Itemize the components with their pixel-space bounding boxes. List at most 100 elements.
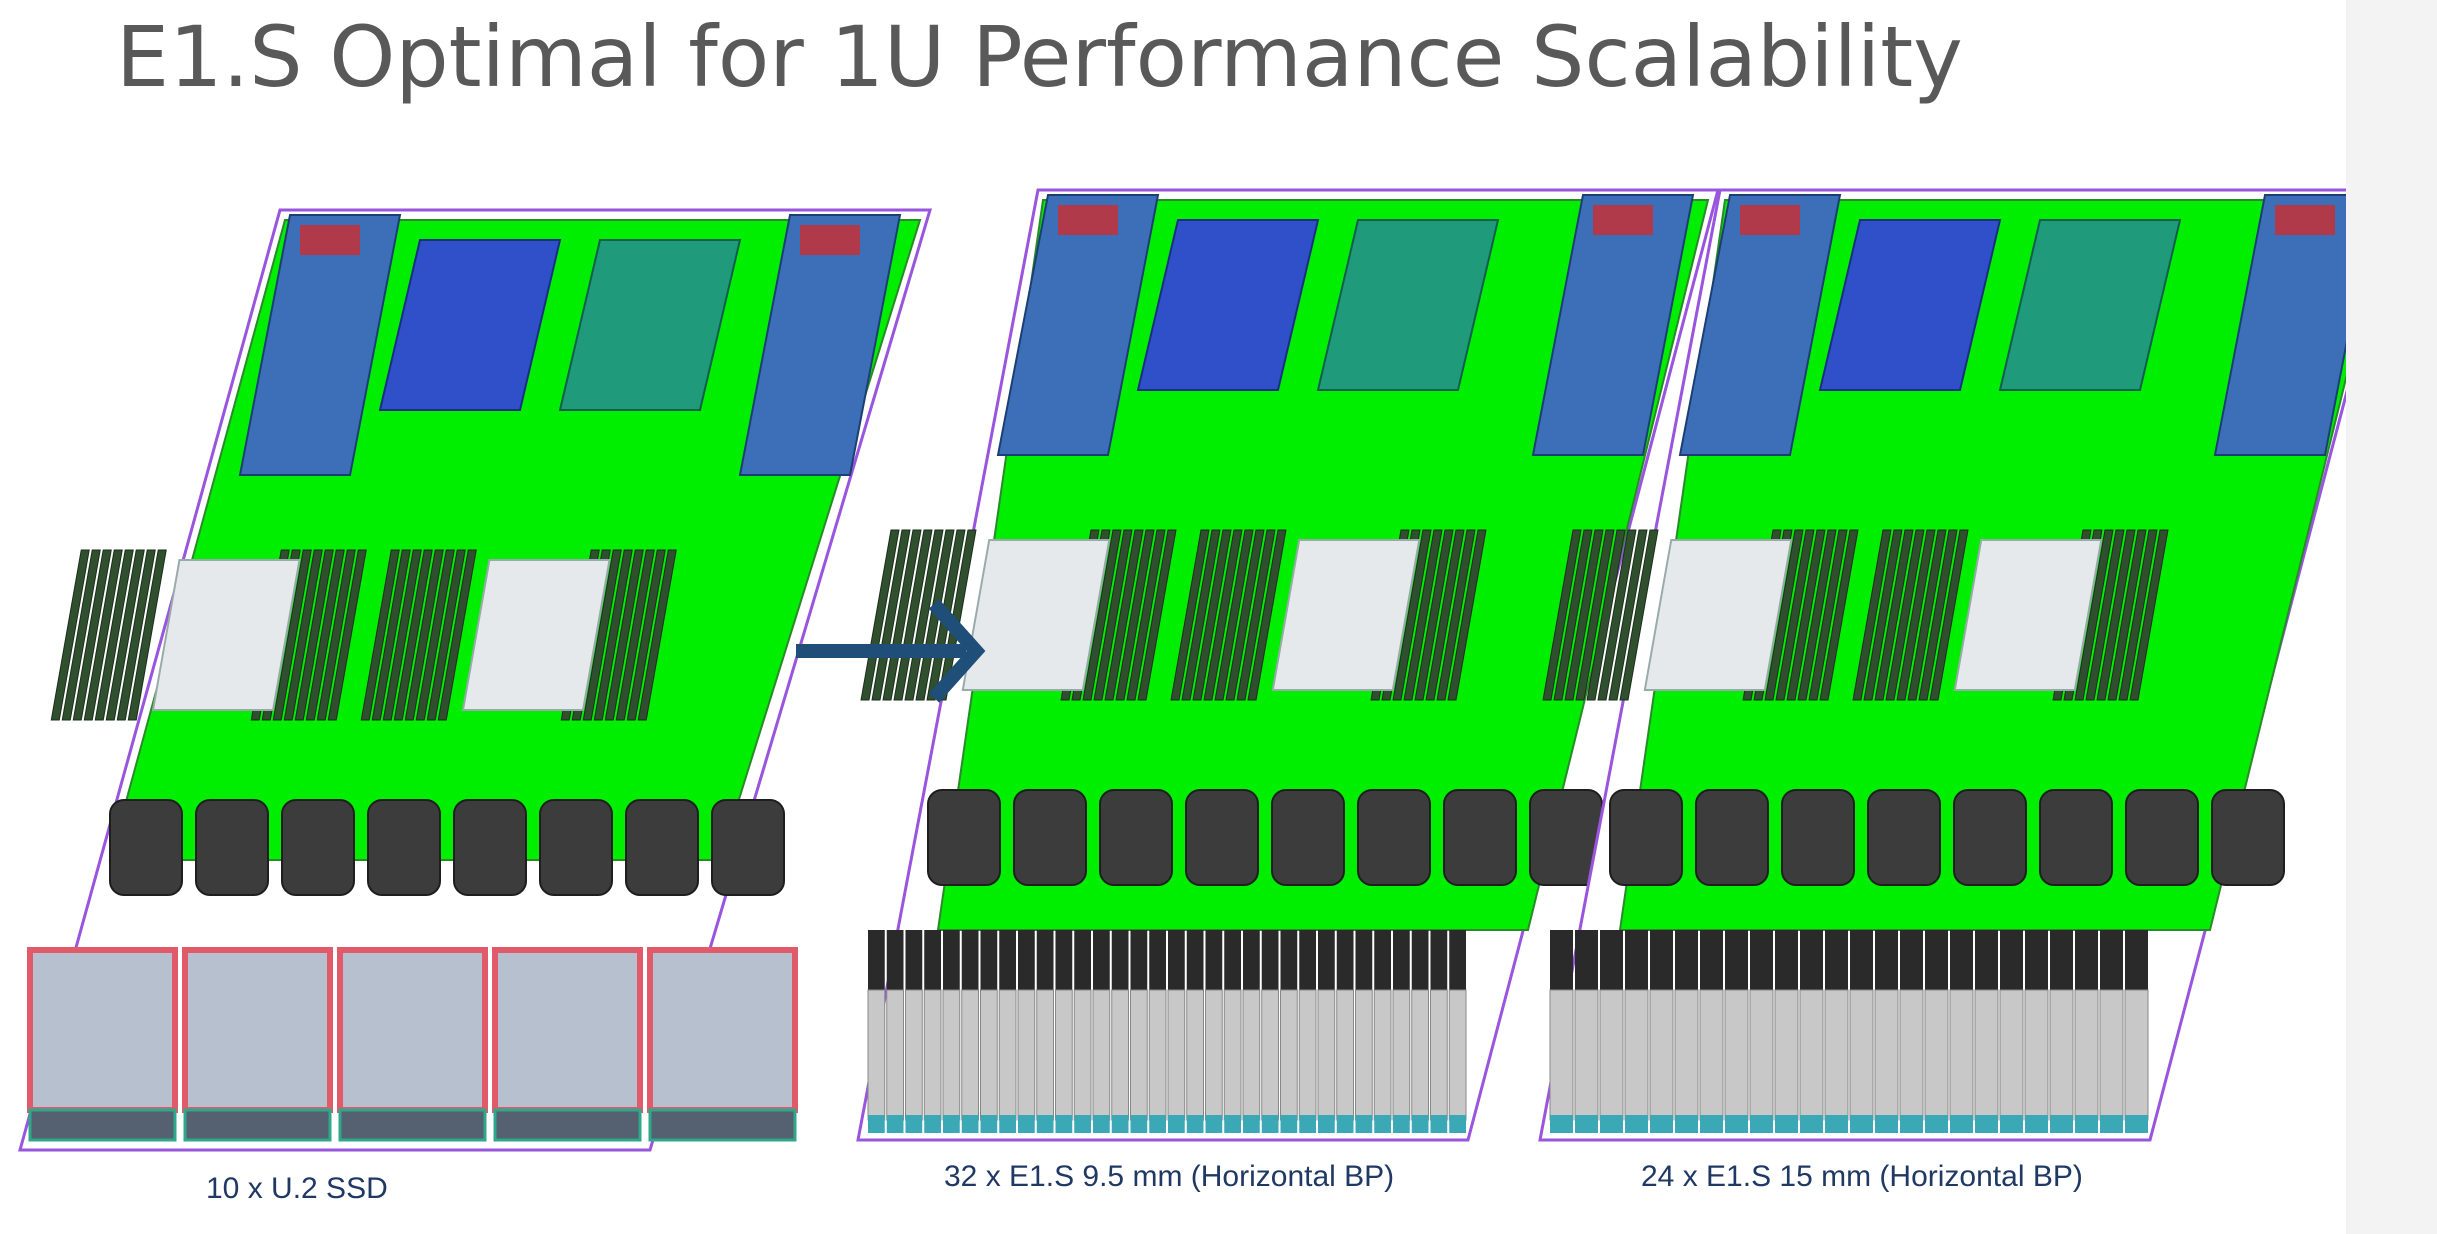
chassis (18, 208, 933, 1152)
e1s-drive-latch (1280, 1115, 1298, 1133)
e1s-drive-latch (1925, 1115, 1948, 1133)
dimm (1586, 529, 1626, 701)
riser-card-2 (1998, 219, 2182, 391)
dimm (404, 549, 444, 721)
riser-card-1 (1136, 219, 1320, 391)
e1s-drive (2099, 989, 2124, 1121)
e1s-drive (1999, 989, 2024, 1121)
dimm (1203, 529, 1243, 701)
e1s-connector (1224, 930, 1241, 990)
cpu-heatsink (461, 559, 611, 711)
e1s-connector (2100, 930, 2123, 990)
cpu-heatsink (961, 539, 1111, 691)
e1s-drive-latch (1018, 1115, 1035, 1133)
dimm (1874, 529, 1914, 701)
e1s-connector (1168, 930, 1185, 990)
e1s-drive (886, 989, 904, 1121)
u2-drive-carrier (28, 1108, 177, 1142)
e1s-drive-latch (1393, 1115, 1410, 1133)
dimm (1403, 529, 1443, 701)
dimm (1608, 529, 1648, 701)
psu-right-handle (1593, 205, 1653, 235)
fan (1013, 789, 1087, 886)
dimm (72, 549, 112, 721)
e1s-connector (943, 930, 960, 990)
dimm (1885, 529, 1925, 701)
dimm (2118, 529, 2158, 701)
e1s-drive-latch (1299, 1115, 1316, 1133)
e1s-connector (886, 930, 904, 990)
dimm (1247, 529, 1287, 701)
e1s-drive-latch (2125, 1115, 2148, 1133)
u2-drive (647, 947, 798, 1113)
e1s-connector (1575, 930, 1598, 990)
dimm (1575, 529, 1615, 701)
e1s-connector (1336, 930, 1354, 990)
e1s-connector (1130, 930, 1148, 990)
fan (453, 799, 527, 896)
dimm (1553, 529, 1593, 701)
e1s-drive-latch (1055, 1115, 1073, 1133)
chassis (856, 188, 1720, 1142)
dimm (1619, 529, 1659, 701)
dimm (94, 549, 134, 721)
fan (1185, 789, 1259, 886)
dimm (1104, 529, 1144, 701)
e1s-connector (999, 930, 1016, 990)
e1s-drive-latch (1336, 1115, 1354, 1133)
e1s-drive-latch (1625, 1115, 1648, 1133)
dimm (1115, 529, 1155, 701)
e1s-drive-latch (1900, 1115, 1923, 1133)
right-margin-panel (2346, 0, 2437, 1234)
e1s-drive-latch (980, 1115, 998, 1133)
dimm (316, 549, 356, 721)
cpu-heatsink (1643, 539, 1793, 691)
dimm (105, 549, 145, 721)
e1s-connector (1055, 930, 1073, 990)
e1s-drive (923, 989, 942, 1121)
dimm (2129, 529, 2169, 701)
e1s-drive-latch (1411, 1115, 1429, 1133)
e1s-connector (1393, 930, 1410, 990)
slide-title: E1.S Optimal for 1U Performance Scalabil… (116, 8, 1963, 106)
e1s-connector (1449, 930, 1466, 990)
e1s-connector (1186, 930, 1204, 990)
dimm (61, 549, 101, 721)
dimm (1797, 529, 1837, 701)
e1s-drive (1949, 989, 1974, 1121)
e1s-drive (2124, 989, 2149, 1121)
e1s-connector (1925, 930, 1948, 990)
e1s-drive-latch (1700, 1115, 1723, 1133)
psu-right (2213, 194, 2346, 456)
dimm (604, 549, 644, 721)
e1s-drive-latch (1750, 1115, 1773, 1133)
dimm (1414, 529, 1454, 701)
e1s-drive (1974, 989, 1999, 1121)
e1s-drive-latch (1036, 1115, 1054, 1133)
e1s-drive (1574, 989, 1599, 1121)
e1s-drive-latch (1775, 1115, 1798, 1133)
e1s-connector (1600, 930, 1623, 990)
e1s-drive (1148, 989, 1167, 1121)
u2-drive-carrier (493, 1108, 642, 1142)
server-u2-render (18, 208, 933, 1152)
dimm (371, 549, 411, 721)
dimm (593, 549, 633, 721)
psu-right (1531, 194, 1695, 456)
psu-left (996, 194, 1160, 456)
e1s-drive-latch (1449, 1115, 1466, 1133)
dimm (1808, 529, 1848, 701)
slide: E1.S Optimal for 1U Performance Scalabil… (18, 8, 2346, 1205)
fan (927, 789, 1001, 886)
riser-card-2 (558, 239, 742, 411)
dimm (1775, 529, 1815, 701)
arrow-right-icon (796, 599, 986, 703)
e1s-drive (942, 989, 961, 1121)
e1s-drive-latch (2025, 1115, 2048, 1133)
e1s-connector (980, 930, 998, 990)
e1s-connector (1243, 930, 1260, 990)
fan (539, 799, 613, 896)
u2-drive-carrier (338, 1108, 487, 1142)
dimm (2085, 529, 2125, 701)
e1s-drive-latch (1600, 1115, 1623, 1133)
